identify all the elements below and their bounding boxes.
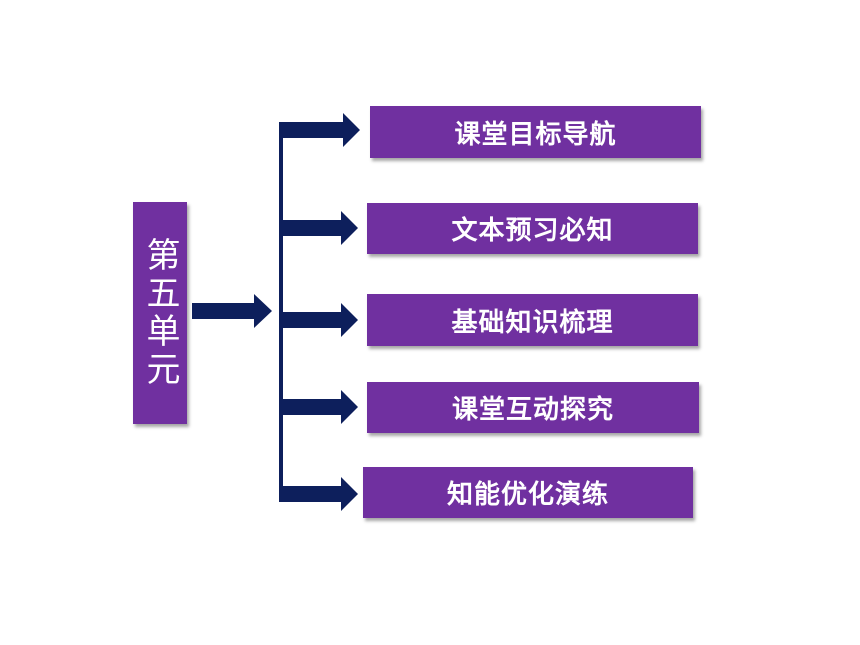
menu-item-class-interaction[interactable]: 课堂互动探究 [367, 382, 699, 433]
branch-arrow-3 [279, 303, 358, 337]
menu-item-label: 课堂目标导航 [454, 119, 617, 150]
unit-title: 第五单元 [140, 237, 180, 389]
main-arrow [192, 294, 272, 328]
branch-arrow-5 [279, 477, 358, 511]
menu-item-label: 课堂互动探究 [451, 395, 614, 425]
menu-item-text-preview[interactable]: 文本预习必知 [367, 203, 698, 254]
branch-arrow-1 [279, 113, 360, 147]
menu-item-basic-knowledge[interactable]: 基础知识梳理 [367, 294, 698, 346]
menu-item-label: 知能优化演练 [446, 480, 609, 510]
branch-arrow-2 [279, 211, 358, 245]
menu-item-label: 文本预习必知 [451, 216, 614, 246]
menu-item-course-goals[interactable]: 课堂目标导航 [370, 106, 701, 158]
unit-title-box: 第五单元 [133, 202, 187, 424]
menu-item-label: 基础知识梳理 [451, 307, 614, 338]
menu-item-practice[interactable]: 知能优化演练 [363, 467, 693, 518]
branch-arrow-4 [279, 390, 358, 424]
trunk-line [279, 122, 283, 496]
